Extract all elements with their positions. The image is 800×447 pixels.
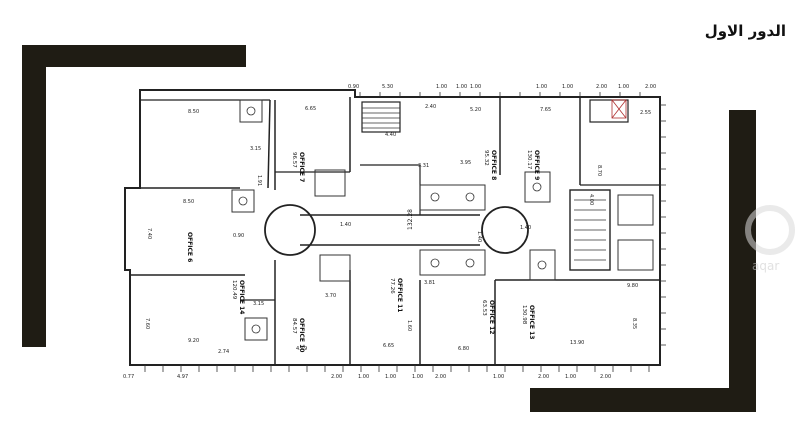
window-ticks [144, 92, 666, 372]
room-area: 77.26 [389, 278, 395, 294]
dimension-label: 2.00 [645, 84, 656, 90]
dimension-label: 2.00 [538, 374, 549, 380]
dimension-label: 7.65 [540, 107, 551, 113]
dimension-label: 1.00 [436, 84, 447, 90]
dimension-label: 2.40 [425, 104, 436, 110]
dimension-label: 1.00 [536, 84, 547, 90]
room-label: OFFICE 12 [488, 300, 495, 334]
dimension-label: 1.40 [476, 231, 482, 242]
room-area: 130.17 [526, 150, 532, 170]
dimension-label: 0.77 [123, 374, 134, 380]
dimension-label: 2.00 [435, 374, 446, 380]
dimension-label: 3.95 [460, 160, 471, 166]
room-area: 63.53 [481, 300, 487, 316]
dimension-label: 8.70 [596, 165, 602, 176]
frame-bracket-top-left [22, 45, 246, 347]
dimension-label: 2.00 [596, 84, 607, 90]
room-label: OFFICE 13 [528, 305, 535, 339]
elevator-shafts [611, 99, 627, 119]
dimension-label: 1.00 [618, 84, 629, 90]
room-label: OFFICE 10 [298, 318, 305, 352]
dimension-label: 1.00 [385, 374, 396, 380]
dimension-label: 2.00 [331, 374, 342, 380]
dimension-label: 8.50 [183, 199, 194, 205]
room-label: OFFICE 6 [186, 232, 193, 262]
corridor-area-label: 132.28 [407, 209, 414, 230]
stair-treads [362, 107, 606, 261]
dimension-label: 5.20 [470, 107, 481, 113]
dimension-label: 1.91 [256, 175, 262, 186]
room-area: 95.32 [483, 150, 489, 166]
dimension-label: 1.60 [406, 320, 412, 331]
dimension-label: 3.15 [250, 146, 261, 152]
dimension-label: 9.80 [627, 283, 638, 289]
dimension-label: 8.35 [631, 318, 637, 329]
room-label: OFFICE 14 [238, 280, 245, 314]
dimension-label: 2.00 [600, 374, 611, 380]
room-area: 84.57 [291, 318, 297, 334]
room-area: 96.57 [291, 152, 297, 168]
dimension-label: 1.00 [358, 374, 369, 380]
dimension-label: 5.30 [382, 84, 393, 90]
dimension-label: 1.00 [565, 374, 576, 380]
dimension-label: 4.00 [588, 194, 594, 205]
room-area: 130.98 [521, 305, 527, 325]
dimension-label: 3.70 [325, 293, 336, 299]
dimension-label: 6.65 [383, 343, 394, 349]
dimension-label: 6.65 [305, 106, 316, 112]
dimension-label: 4.97 [177, 374, 188, 380]
dimension-label: 3.81 [424, 280, 435, 286]
dimension-label: 0.90 [233, 233, 244, 239]
dimension-label: 4.49 [296, 346, 307, 352]
dimension-label: 8.50 [188, 109, 199, 115]
room-label: OFFICE 7 [298, 152, 305, 182]
room-label: OFFICE 8 [490, 150, 497, 180]
room-label: OFFICE 9 [533, 150, 540, 180]
dimension-label: 9.20 [188, 338, 199, 344]
dimension-label: 1.00 [412, 374, 423, 380]
watermark-text: aqar [752, 259, 779, 273]
dimension-label: 7.60 [144, 318, 150, 329]
dimension-label: 3.15 [253, 301, 264, 307]
page-title: الدور الاول [704, 22, 786, 40]
dimension-label: 1.00 [562, 84, 573, 90]
dimension-label: 2.55 [640, 110, 651, 116]
dimension-label: 4.40 [385, 132, 396, 138]
dimension-label: 2.74 [218, 349, 229, 355]
fixtures [238, 106, 547, 334]
dimension-label: 1.00 [456, 84, 467, 90]
dimension-label: 1.00 [493, 374, 504, 380]
room-area: 120.49 [231, 280, 237, 300]
frame-bracket-bottom-right [530, 110, 756, 412]
dimension-label: 7.40 [146, 228, 152, 239]
dimension-label: 3.31 [418, 163, 429, 169]
dimension-label: 6.80 [458, 346, 469, 352]
dimension-label: 0.90 [348, 84, 359, 90]
plan-walls [124, 89, 661, 366]
dimension-label: 1.40 [520, 225, 531, 231]
watermark-logo: aqar [745, 205, 795, 273]
dimension-label: 13.90 [570, 340, 584, 346]
service-rooms [231, 99, 654, 341]
dimension-label: 1.00 [470, 84, 481, 90]
dimension-label: 1.40 [340, 222, 351, 228]
room-label: OFFICE 11 [396, 278, 403, 312]
